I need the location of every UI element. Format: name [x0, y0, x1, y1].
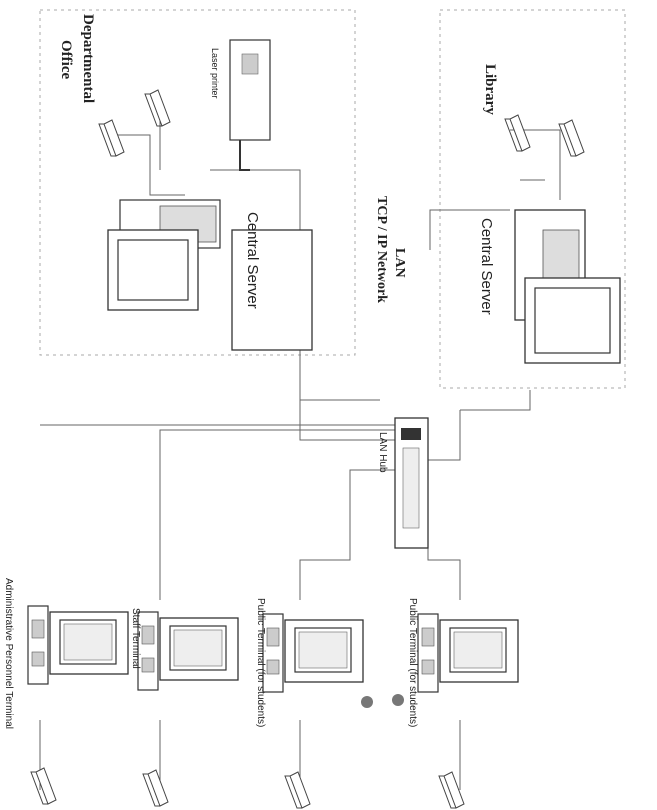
departmental-printer-label: Laser printer [210, 48, 220, 99]
departmental-printer-icon [229, 39, 271, 171]
admin-terminal-icon [27, 605, 129, 685]
departmental-office-boundary [39, 9, 356, 356]
library-server-label: Central Server [478, 218, 495, 315]
library-peripheral-icon [504, 114, 531, 152]
admin-terminal-peripheral-icon [30, 767, 57, 805]
staff-terminal-peripheral-icon [142, 769, 169, 807]
admin-terminal-label: Administrative Personnel Terminal [3, 578, 14, 729]
library-title: Library [482, 64, 498, 115]
departmental-office-title: Departmental [80, 14, 96, 103]
public-terminal-2-icon [262, 613, 364, 693]
more-terminals-dot [392, 694, 404, 706]
library-peripheral-icon [558, 119, 585, 157]
public-terminal-1-label: Public Terminal (for students) [407, 598, 418, 727]
public-terminal-1-icon [417, 613, 519, 693]
staff-terminal-icon [137, 611, 239, 691]
departmental-office-title-line2: Office [58, 40, 74, 79]
departmental-monitor-icon [107, 229, 199, 311]
lan-hub-icon [394, 417, 429, 549]
staff-terminal-label: Staff Terminal [130, 608, 141, 669]
library-monitor-icon [524, 277, 621, 364]
network-cabling [39, 90, 561, 790]
more-terminals-dot [361, 696, 373, 708]
network-label-lan: LAN [392, 248, 407, 278]
lan-hub-label: LAN Hub [377, 432, 388, 473]
public-terminal-2-label: Public Terminal (for students) [255, 598, 266, 727]
departmental-peripheral-icon [98, 119, 125, 157]
network-label-protocol: TCP / IP Network [374, 196, 389, 303]
departmental-peripheral-icon [144, 89, 171, 127]
public-terminal-2-peripheral-icon [284, 771, 311, 809]
departmental-server-label: Central Server [244, 212, 261, 309]
library-boundary [439, 9, 626, 389]
